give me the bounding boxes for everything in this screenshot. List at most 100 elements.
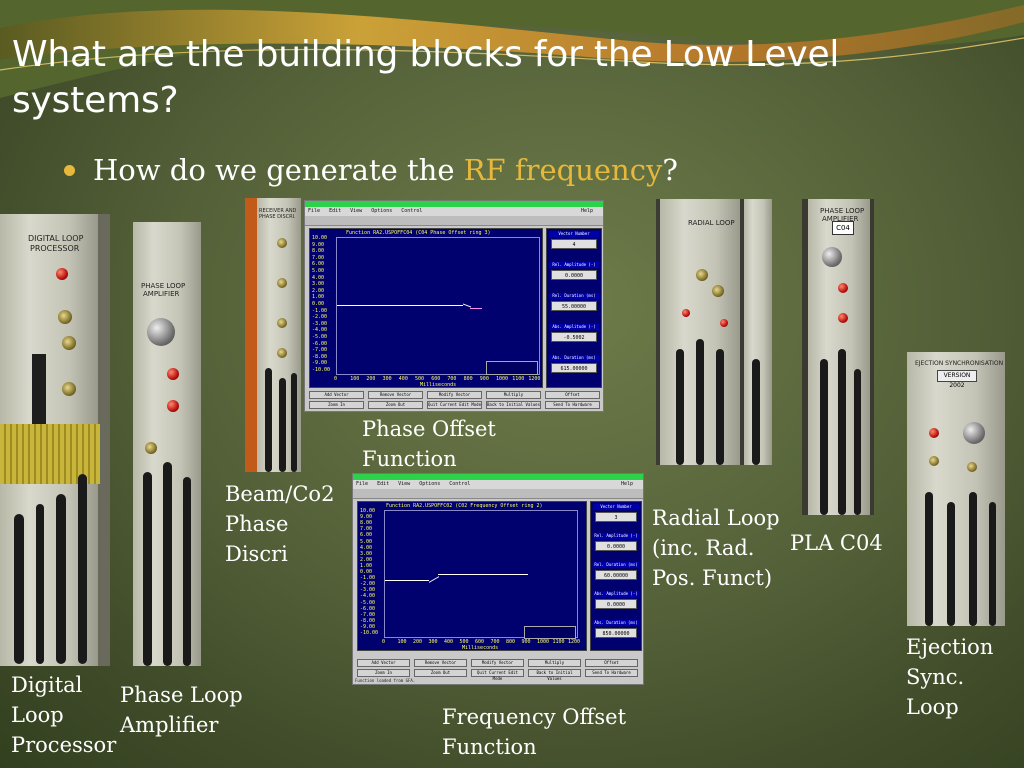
y-tick-label: -5.00	[360, 599, 376, 606]
y-tick-label: 7.00	[312, 254, 325, 261]
bullet-highlight: RF frequency	[463, 153, 663, 187]
function-button[interactable]: Quit Current Edit Mode	[471, 669, 524, 681]
bullet-suffix: ?	[662, 153, 678, 187]
function-button[interactable]: Send To Hardware	[545, 401, 600, 409]
field-value[interactable]: 615.00000	[551, 363, 597, 373]
field-value[interactable]: 60.00000	[595, 570, 637, 580]
x-tick-label: 500	[459, 639, 469, 645]
y-tick-label: -8.00	[360, 617, 376, 624]
caption-ejection-sync-loop: Ejection Sync. Loop	[906, 635, 994, 719]
y-tick-label: -1.00	[360, 575, 376, 582]
y-tick-label: 0.00	[312, 301, 325, 307]
function-button[interactable]: Remove Vector	[368, 391, 423, 399]
function-button[interactable]: Multiply	[486, 391, 541, 399]
x-tick-label: 700	[490, 639, 500, 645]
menu-options[interactable]: Options	[371, 208, 393, 214]
function-button[interactable]: Modify Vector	[427, 391, 482, 399]
function-button[interactable]: Zoom In	[357, 669, 410, 677]
field-label: Abs. Duration (ms)	[549, 355, 599, 361]
function-button[interactable]: Add Vector	[357, 659, 410, 667]
x-tick-label: 300	[382, 376, 392, 382]
y-tick-label: 3.00	[312, 281, 325, 288]
menu-file[interactable]: File	[356, 481, 369, 487]
y-tick-label: -3.00	[312, 320, 328, 327]
menu-help[interactable]: Help	[620, 481, 633, 487]
menu-edit[interactable]: Edit	[377, 481, 390, 487]
y-tick-label: 2.00	[312, 287, 325, 294]
x-tick-label: 800	[463, 376, 473, 382]
y-tick-label: -5.00	[312, 334, 328, 340]
function-button[interactable]: Send To Hardware	[585, 669, 638, 677]
y-tick-label: 4.00	[360, 544, 373, 551]
screen-titlebar	[305, 201, 603, 207]
function-button[interactable]: Add Vector	[309, 391, 364, 399]
y-tick-label: -10.00	[360, 630, 379, 636]
field-label: Rel. Duration (ms)	[549, 293, 599, 299]
photo-phase-loop-amplifier: PHASE LOOP AMPLIFIER	[133, 222, 201, 666]
caption-pla-c04: PLA C04	[790, 531, 883, 555]
menu-options[interactable]: Options	[419, 481, 441, 487]
menu-help[interactable]: Help	[580, 208, 593, 214]
field-label: Rel. Amplitude (-)	[593, 533, 639, 539]
y-tick-label: 10.00	[360, 508, 376, 514]
y-tick-label: 6.00	[360, 532, 373, 539]
header-swoosh-decoration	[0, 0, 1024, 98]
field-value[interactable]: -0.5002	[551, 332, 597, 342]
x-tick-label: 1200	[528, 376, 541, 382]
slide-title: What are the building blocks for the Low…	[12, 32, 1012, 124]
x-tick-label: 400	[398, 376, 408, 382]
menu-view[interactable]: View	[398, 481, 411, 487]
field-value[interactable]: 0.0000	[595, 541, 637, 551]
x-tick-label: 1000	[496, 376, 509, 382]
field-value[interactable]: 0.0000	[551, 270, 597, 280]
y-tick-label: 8.00	[360, 520, 373, 527]
field-value[interactable]: 0.0000	[595, 599, 637, 609]
field-label: Abs. Duration (ms)	[593, 620, 639, 626]
x-tick-label: 800	[506, 639, 516, 645]
y-tick-label: 9.00	[360, 514, 373, 521]
function-button[interactable]: Offset	[585, 659, 638, 667]
menu-view[interactable]: View	[350, 208, 363, 214]
function-button[interactable]: Zoom Out	[414, 669, 467, 677]
caption-phase-loop-amplifier: Phase Loop Amplifier	[120, 683, 243, 737]
phase-offset-plot: Function RA2.USPOFFC04 (C04 Phase Offset…	[309, 228, 543, 388]
field-value[interactable]: 4	[551, 239, 597, 249]
function-button[interactable]: Modify Vector	[471, 659, 524, 667]
x-tick-label: 600	[475, 639, 485, 645]
y-tick-label: -4.00	[360, 593, 376, 600]
field-value[interactable]: 850.00000	[595, 628, 637, 638]
field-label: Rel. Amplitude (-)	[549, 262, 599, 268]
y-tick-label: 7.00	[360, 526, 373, 533]
x-tick-label: 100	[350, 376, 360, 382]
y-tick-label: 5.00	[312, 268, 325, 274]
menu-edit[interactable]: Edit	[329, 208, 342, 214]
y-tick-label: 8.00	[312, 248, 325, 255]
function-button[interactable]: Back to Initial Values	[486, 401, 541, 409]
y-tick-label: -2.00	[360, 581, 376, 588]
function-button[interactable]: Zoom In	[309, 401, 364, 409]
function-button[interactable]: Back to Initial Values	[528, 669, 581, 681]
function-button[interactable]: Remove Vector	[414, 659, 467, 667]
function-button[interactable]: Quit Current Edit Mode	[427, 401, 482, 409]
caption-beam-co2-phase-discri: Beam/Co2 Phase Discri	[225, 482, 335, 566]
y-tick-label: 9.00	[312, 241, 325, 248]
y-tick-label: 1.00	[312, 294, 325, 301]
bullet-dot-icon	[64, 164, 75, 176]
menu-control[interactable]: Control	[401, 208, 423, 214]
y-tick-label: -6.00	[360, 605, 376, 612]
field-label: Abs. Amplitude (-)	[593, 591, 639, 597]
menu-file[interactable]: File	[308, 208, 321, 214]
x-tick-label: 1100	[512, 376, 525, 382]
x-tick-label: 100	[397, 639, 407, 645]
menu-control[interactable]: Control	[449, 481, 471, 487]
function-button[interactable]: Multiply	[528, 659, 581, 667]
photo-beam-co2-phase-discri: RECEIVER AND PHASE DISCRI.	[245, 198, 301, 472]
field-value[interactable]: 3	[595, 512, 637, 522]
function-button[interactable]: Zoom Out	[368, 401, 423, 409]
function-button[interactable]: Offset	[545, 391, 600, 399]
y-tick-label: -6.00	[312, 340, 328, 347]
field-value[interactable]: 55.00000	[551, 301, 597, 311]
y-tick-label: 10.00	[312, 235, 328, 241]
